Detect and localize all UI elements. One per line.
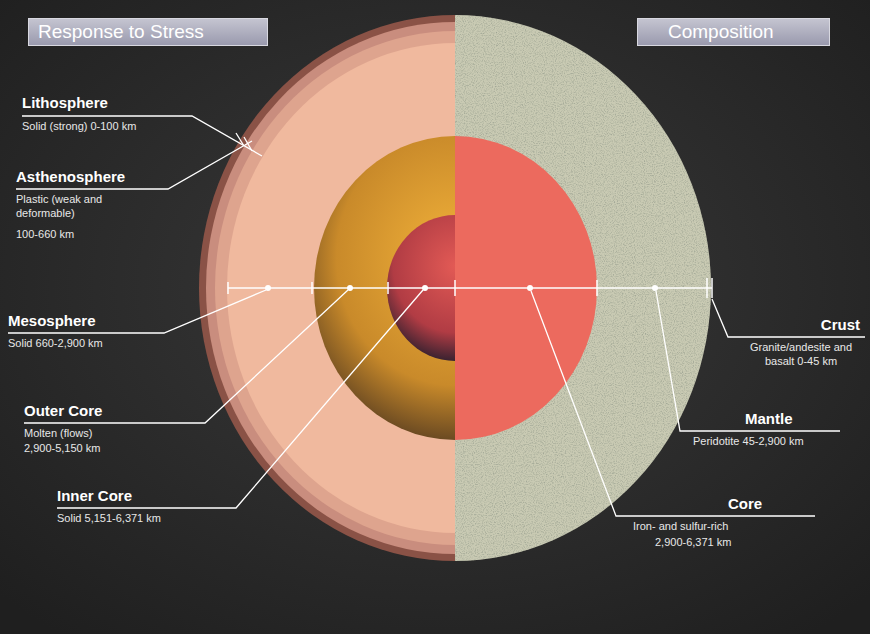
tab-title: Composition [668,21,774,43]
layer-note: 100-660 km [16,228,74,242]
layer-note: 2,900-6,371 km [655,536,731,550]
layer-name: Mesosphere [8,312,96,331]
layer-name: Outer Core [24,402,102,421]
layer-note: Granite/andesite and basalt 0-45 km [740,341,862,369]
layer-note: Peridotite 45-2,900 km [693,435,804,449]
header-tab: Composition [637,18,830,46]
layer-note: Plastic (weak and deformable) [16,193,141,221]
layer-name: Asthenosphere [16,168,125,187]
layer-note: Solid (strong) 0-100 km [22,120,136,134]
layer-note: Iron- and sulfur-rich [633,520,728,534]
layer-note: Solid 5,151-6,371 km [57,512,161,526]
layer-name: Core [728,495,762,514]
header-tab: Response to Stress [28,18,268,46]
layer-name: Lithosphere [22,94,108,113]
layer-note: Molten (flows) [24,427,92,441]
layer-note: 2,900-5,150 km [24,442,100,456]
layer-note: Solid 660-2,900 km [8,337,103,351]
layer-name: Crust [740,316,860,335]
tab-title: Response to Stress [38,21,204,43]
layer-name: Mantle [745,410,793,429]
layer-name: Inner Core [57,487,132,506]
